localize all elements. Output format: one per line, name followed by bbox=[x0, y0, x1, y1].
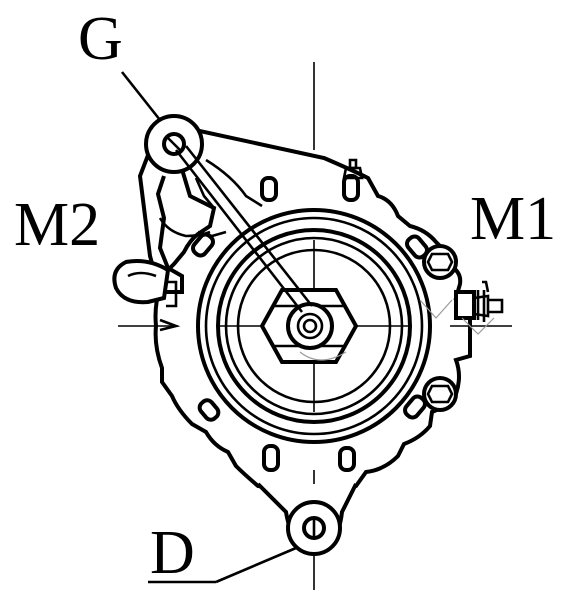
label-m1: M1 bbox=[470, 185, 557, 253]
mounting-ear-d bbox=[256, 482, 358, 556]
left-lug bbox=[112, 259, 181, 332]
leader-lines bbox=[120, 71, 314, 584]
shaft-nut bbox=[259, 288, 359, 364]
label-d: D bbox=[150, 519, 195, 587]
rear-housing bbox=[153, 125, 472, 515]
housing-bolts bbox=[422, 244, 458, 412]
terminal-m1 bbox=[454, 280, 504, 322]
label-g: G bbox=[78, 5, 123, 73]
housing-notches bbox=[191, 158, 429, 472]
mounting-arm-g bbox=[137, 114, 263, 294]
label-m2: M2 bbox=[14, 191, 101, 259]
watermark-strokes bbox=[299, 299, 495, 361]
